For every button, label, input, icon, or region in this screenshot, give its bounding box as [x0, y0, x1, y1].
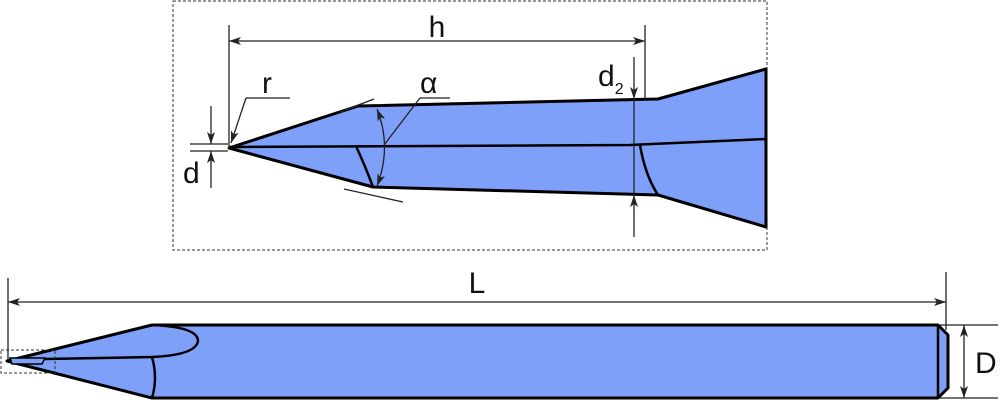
detail-frame [172, 0, 768, 251]
transition-arc [354, 145, 375, 188]
L-label: L [469, 267, 486, 300]
r-label: r [262, 67, 272, 100]
alpha-angle-arc [376, 108, 386, 187]
L-extension-lines [7, 272, 947, 360]
d-extension-lines [190, 143, 228, 152]
detail-view: h d2 r α d [172, 0, 768, 251]
tip-detail [8, 357, 47, 365]
detail-reference-frame [0, 349, 56, 374]
alpha-leader [383, 97, 450, 146]
shoulder-arc [638, 144, 660, 196]
d2-label: d2 [598, 60, 624, 98]
full-view: L D [0, 267, 998, 400]
D-extension-lines [940, 324, 998, 399]
h-label: h [429, 11, 446, 44]
cutting-edge-line [228, 137, 767, 149]
d-label: d [183, 157, 200, 190]
alpha-label: α [420, 67, 437, 100]
transition-arc-full [150, 356, 157, 399]
alpha-tangent-lines [339, 98, 404, 203]
r-leader [230, 97, 247, 144]
bit-body [5, 323, 950, 400]
h-extension-lines [228, 25, 646, 148]
flute-curve [44, 323, 200, 361]
tip-profile [227, 67, 768, 229]
D-label: D [975, 347, 997, 380]
